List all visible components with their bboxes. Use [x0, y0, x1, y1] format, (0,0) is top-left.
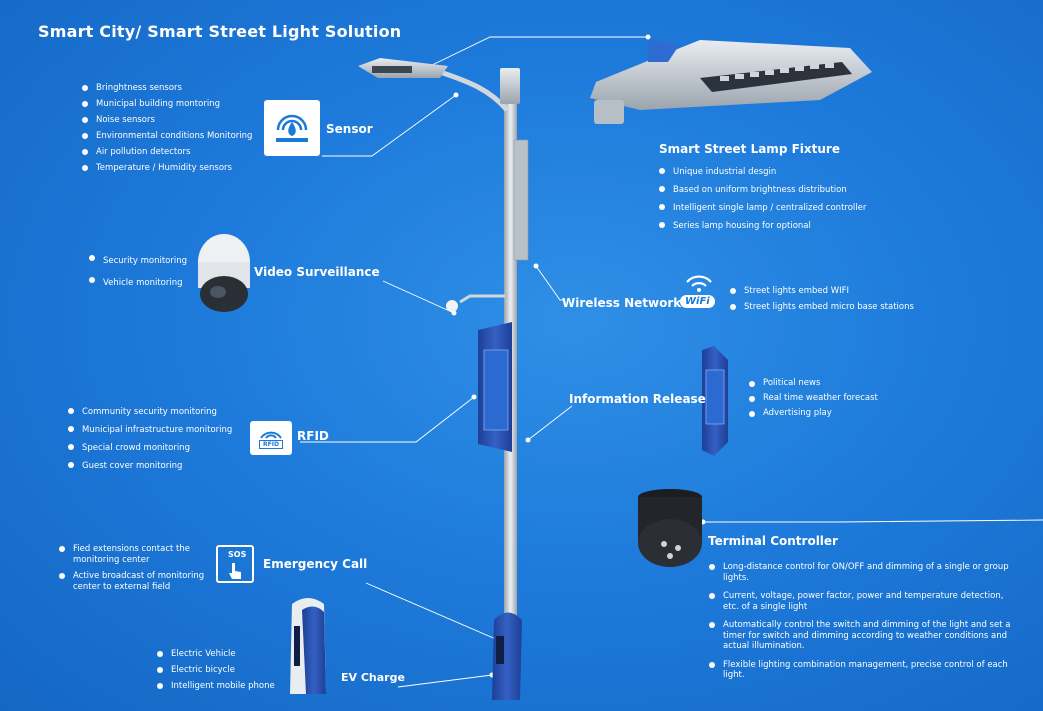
- wifi-badge: WiFi: [680, 295, 715, 308]
- list-item: Intelligent mobile phone: [157, 678, 275, 694]
- ev-charger-image: [290, 598, 326, 694]
- list-item: Fied extensions contact the monitoring c…: [59, 544, 219, 565]
- lamp-fixture-image: [590, 40, 872, 124]
- sensor-list: Bringhtness sensors Municipal building m…: [82, 80, 252, 176]
- list-item: Advertising play: [749, 406, 878, 421]
- sensor-heading: Sensor: [326, 122, 373, 136]
- list-item: Noise sensors: [82, 112, 252, 128]
- lamp-list: Unique industrial desgin Based on unifor…: [659, 163, 866, 235]
- rfid-icon: [260, 431, 282, 439]
- list-item: Automatically control the switch and dim…: [709, 620, 1019, 652]
- list-item: Municipal building montoring: [82, 96, 252, 112]
- list-item: Street lights embed micro base stations: [730, 299, 914, 315]
- list-item: Street lights embed WIFI: [730, 283, 914, 299]
- info-list: Political news Real time weather forecas…: [749, 376, 878, 421]
- list-item: Electric bicycle: [157, 662, 275, 678]
- wireless-heading: Wireless Network: [562, 296, 682, 310]
- page-title: Smart City/ Smart Street Light Solution: [38, 22, 402, 41]
- ev-heading: EV Charge: [341, 671, 405, 684]
- list-item: Vehicle monitoring: [89, 272, 187, 294]
- lamp-heading: Smart Street Lamp Fixture: [659, 142, 840, 156]
- info-heading: Information Release: [569, 392, 706, 406]
- list-item: Guest cover monitoring: [68, 457, 232, 475]
- rfid-list: Community security monitoring Municipal …: [68, 403, 232, 475]
- rfid-heading: RFID: [297, 429, 329, 443]
- video-list: Security monitoring Vehicle monitoring: [89, 250, 187, 294]
- sensor-icon-tile: [264, 100, 320, 156]
- list-item: Electric Vehicle: [157, 646, 275, 662]
- list-item: Special crowd monitoring: [68, 439, 232, 457]
- list-item: Based on uniform brightness distribution: [659, 181, 866, 199]
- list-item: Long-distance control for ON/OFF and dim…: [709, 562, 1019, 583]
- list-item: Series lamp housing for optional: [659, 217, 866, 235]
- list-item: Security monitoring: [89, 250, 187, 272]
- terminal-heading: Terminal Controller: [708, 534, 838, 548]
- list-item: Bringhtness sensors: [82, 80, 252, 96]
- sos-icon: SOS: [216, 545, 254, 583]
- list-item: Intelligent single lamp / centralized co…: [659, 199, 866, 217]
- list-item: Air pollution detectors: [82, 144, 252, 160]
- list-item: Municipal infrastructure monitoring: [68, 421, 232, 439]
- emergency-list: Fied extensions contact the monitoring c…: [59, 544, 219, 600]
- list-item: Political news: [749, 376, 878, 391]
- rfid-tile-label: RFID: [259, 439, 283, 449]
- list-item: Environmental conditions Monitoring: [82, 128, 252, 144]
- sos-label: SOS: [228, 550, 247, 559]
- list-item: Community security monitoring: [68, 403, 232, 421]
- small-lamp-head: [358, 58, 448, 78]
- wifi-icon: [686, 275, 712, 292]
- sensor-icon: [276, 114, 308, 142]
- list-item: Real time weather forecast: [749, 391, 878, 406]
- list-item: Unique industrial desgin: [659, 163, 866, 181]
- hand-pointer-icon: [229, 563, 241, 579]
- list-item: Current, voltage, power factor, power an…: [709, 591, 1019, 612]
- emergency-heading: Emergency Call: [263, 557, 368, 571]
- ev-list: Electric Vehicle Electric bicycle Intell…: [157, 646, 275, 694]
- list-item: Active broadcast of monitoring center to…: [59, 571, 219, 592]
- video-heading: Video Surveillance: [254, 265, 380, 279]
- wireless-list: Street lights embed WIFI Street lights e…: [730, 283, 914, 315]
- smart-pole: [439, 68, 529, 700]
- list-item: Temperature / Humidity sensors: [82, 160, 252, 176]
- info-display-image: [702, 346, 728, 456]
- dome-camera-image: [198, 234, 250, 312]
- terminal-controller-image: [638, 489, 702, 567]
- terminal-list: Long-distance control for ON/OFF and dim…: [709, 562, 1019, 689]
- connector-lines: [300, 36, 1043, 688]
- list-item: Flexible lighting combination management…: [709, 660, 1019, 681]
- rfid-icon-tile: RFID: [250, 421, 292, 455]
